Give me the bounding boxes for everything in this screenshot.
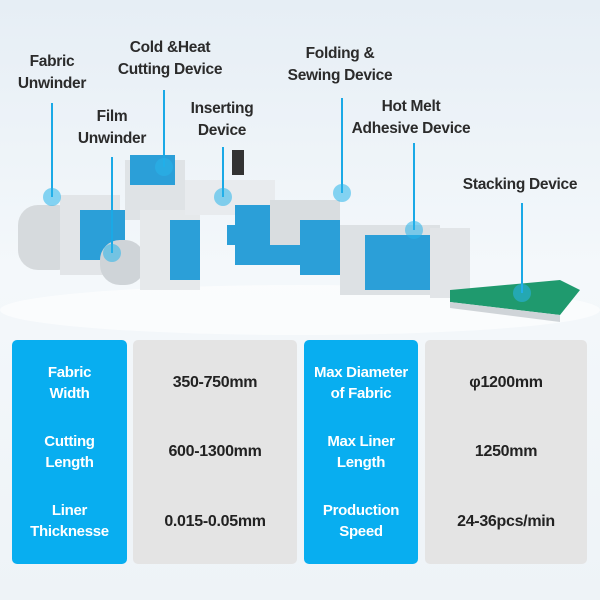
callout-line-fabric-unwinder [51, 103, 53, 197]
bag-making-machine-illustration [0, 150, 600, 335]
spec-value: 350-750mm [172, 374, 258, 392]
callout-text: Folding & [305, 45, 375, 62]
callout-line-cutting-device [163, 90, 165, 167]
callout-text: Sewing Device [287, 67, 393, 84]
spec-values-right: φ1200mm 1250mm 24-36pcs/min [425, 340, 587, 564]
spec-label: Max Diameter of Fabric [314, 363, 408, 402]
callout-text: Cutting Device [117, 61, 223, 78]
callout-text: Device [197, 122, 247, 139]
spec-label: Cutting Length [44, 432, 95, 471]
spec-label: Liner Thicknesse [30, 502, 109, 541]
callout-text: Unwinder [77, 130, 147, 147]
spec-labels-right: Max Diameter of Fabric Max Liner Length … [304, 340, 418, 564]
callout-stacking-device: Stacking Device [462, 174, 578, 196]
callout-folding-sewing-device: Folding & Sewing Device [288, 43, 393, 87]
callout-dot-inserting-device [214, 188, 232, 206]
callout-line-stacking-device [521, 203, 523, 293]
callout-dot-fabric-unwinder [43, 188, 61, 206]
callout-line-film-unwinder [111, 157, 113, 253]
spec-label: Production Speed [322, 502, 400, 541]
callout-dot-hot-melt-device [405, 221, 423, 239]
callout-text: Hot Melt [381, 98, 441, 115]
callout-text: Adhesive Device [351, 120, 471, 137]
callout-line-hot-melt-device [413, 143, 415, 230]
spec-value: φ1200mm [469, 374, 543, 392]
spec-label: Fabric Width [47, 363, 92, 402]
callout-text: Film [96, 108, 128, 125]
callout-text: Fabric [29, 53, 75, 70]
spec-labels-left: Fabric Width Cutting Length Liner Thickn… [12, 340, 127, 564]
callout-text: Stacking Device [462, 176, 578, 193]
callout-text: Unwinder [17, 75, 87, 92]
spec-value: 0.015-0.05mm [164, 512, 266, 530]
spec-value: 24-36pcs/min [457, 512, 555, 530]
callout-text: Inserting [190, 100, 254, 117]
callout-dot-cutting-device [155, 158, 173, 176]
callout-dot-folding-device [333, 184, 351, 202]
callout-text: Cold &Heat [129, 39, 211, 56]
callout-line-inserting-device [222, 147, 224, 197]
spec-label: Max Liner Length [327, 432, 395, 471]
callout-dot-stacking-device [513, 284, 531, 302]
spec-values-left: 350-750mm 600-1300mm 0.015-0.05mm [133, 340, 297, 564]
spec-value: 600-1300mm [168, 443, 262, 461]
callout-line-folding-device [341, 98, 343, 193]
spec-value: 1250mm [474, 443, 538, 461]
callout-dot-film-unwinder [103, 244, 121, 262]
